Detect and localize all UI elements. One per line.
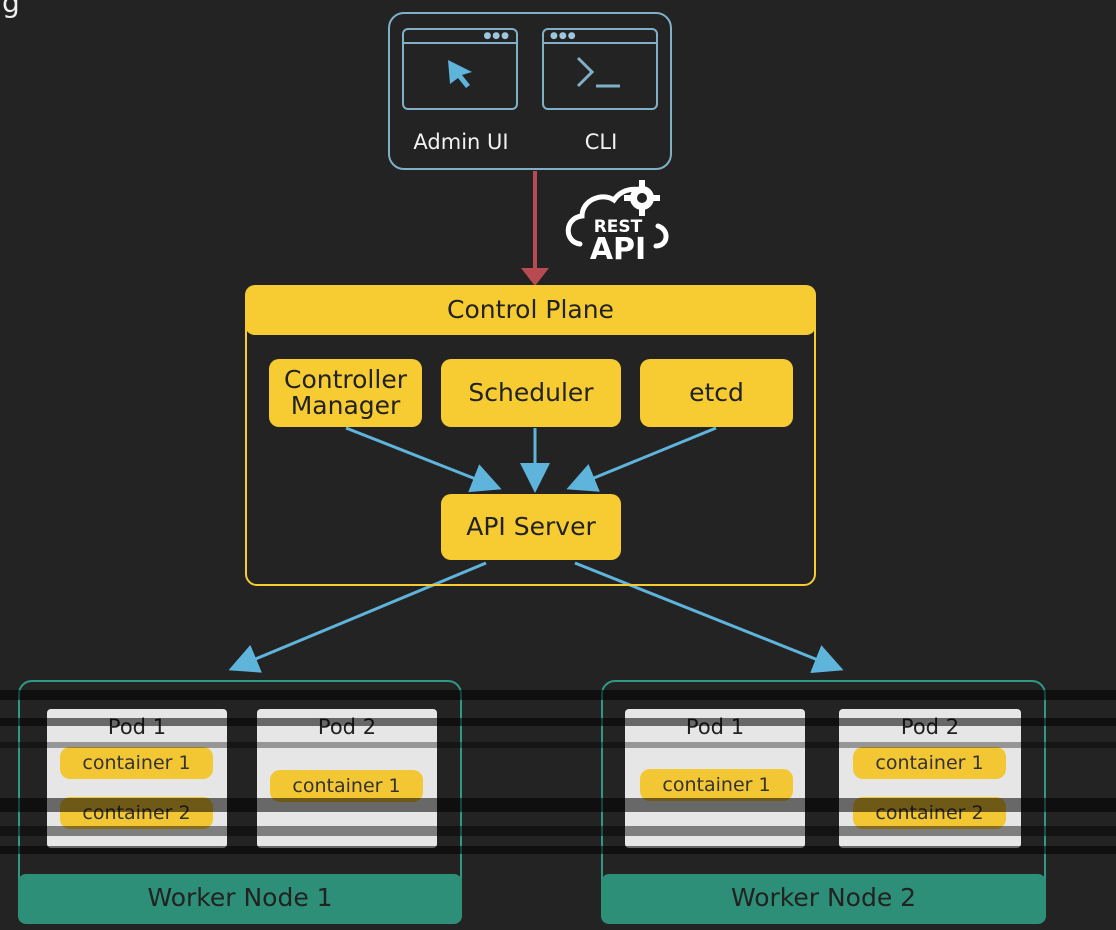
etcd-box: etcd <box>640 359 793 427</box>
cursor-arrow-icon <box>448 60 472 88</box>
api-to-node1-arrow <box>228 561 487 673</box>
worker-node-2-label: Worker Node 2 <box>601 874 1046 924</box>
pod-title: Pod 1 <box>685 715 745 739</box>
node1-pod2: Pod 2 container 1 <box>257 709 437 848</box>
cli-label: CLI <box>584 130 618 154</box>
pod-title: Pod 1 <box>107 715 167 739</box>
admin-ui-window: ●●● <box>402 28 518 110</box>
cli-window: ●●● <box>542 28 658 110</box>
container-chip: container 1 <box>640 769 793 801</box>
terminal-prompt-icon <box>576 56 620 88</box>
scheduler-box: Scheduler <box>441 359 621 427</box>
controller-manager-label-line1: Controller <box>284 365 407 394</box>
window-controls-icon: ●●● <box>550 31 577 41</box>
container-chip: container 1 <box>853 747 1006 779</box>
api-to-node2-arrow <box>574 561 844 674</box>
container-chip: container 2 <box>853 797 1006 829</box>
rest-api-badge: REST API <box>562 178 676 270</box>
scheduler-label: Scheduler <box>468 378 594 407</box>
worker-node-1-label: Worker Node 1 <box>18 874 462 924</box>
admin-ui-label: Admin UI <box>413 130 509 154</box>
pod-title: Pod 2 <box>900 715 960 739</box>
window-controls-icon: ●●● <box>483 31 510 41</box>
api-text: API <box>589 232 647 267</box>
node2-pod2: Pod 2 container 1 container 2 <box>839 709 1021 848</box>
node2-pod1: Pod 1 container 1 <box>625 709 805 848</box>
corner-title-fragment: g <box>2 0 20 19</box>
etcd-to-api-arrow <box>566 426 717 492</box>
rest-text: REST <box>593 217 643 237</box>
control-plane-title: Control Plane <box>245 285 816 335</box>
api-server-box: API Server <box>441 494 621 560</box>
node1-pod1: Pod 1 container 1 container 2 <box>47 709 227 848</box>
client-panel: ●●● ●●● Admin UI CLI <box>388 12 672 170</box>
pod-title: Pod 2 <box>317 715 377 739</box>
etcd-label: etcd <box>689 378 744 407</box>
controller-to-api-arrow <box>345 426 502 493</box>
container-chip: container 2 <box>60 797 213 829</box>
container-chip: container 1 <box>270 770 423 802</box>
cloud-gear-icon <box>565 180 669 249</box>
container-chip: container 1 <box>60 747 213 779</box>
controller-manager-box: Controller Manager <box>269 359 422 427</box>
controller-manager-label-line2: Manager <box>290 391 401 420</box>
api-server-label: API Server <box>466 512 596 541</box>
rest-api-arrow <box>521 171 549 286</box>
